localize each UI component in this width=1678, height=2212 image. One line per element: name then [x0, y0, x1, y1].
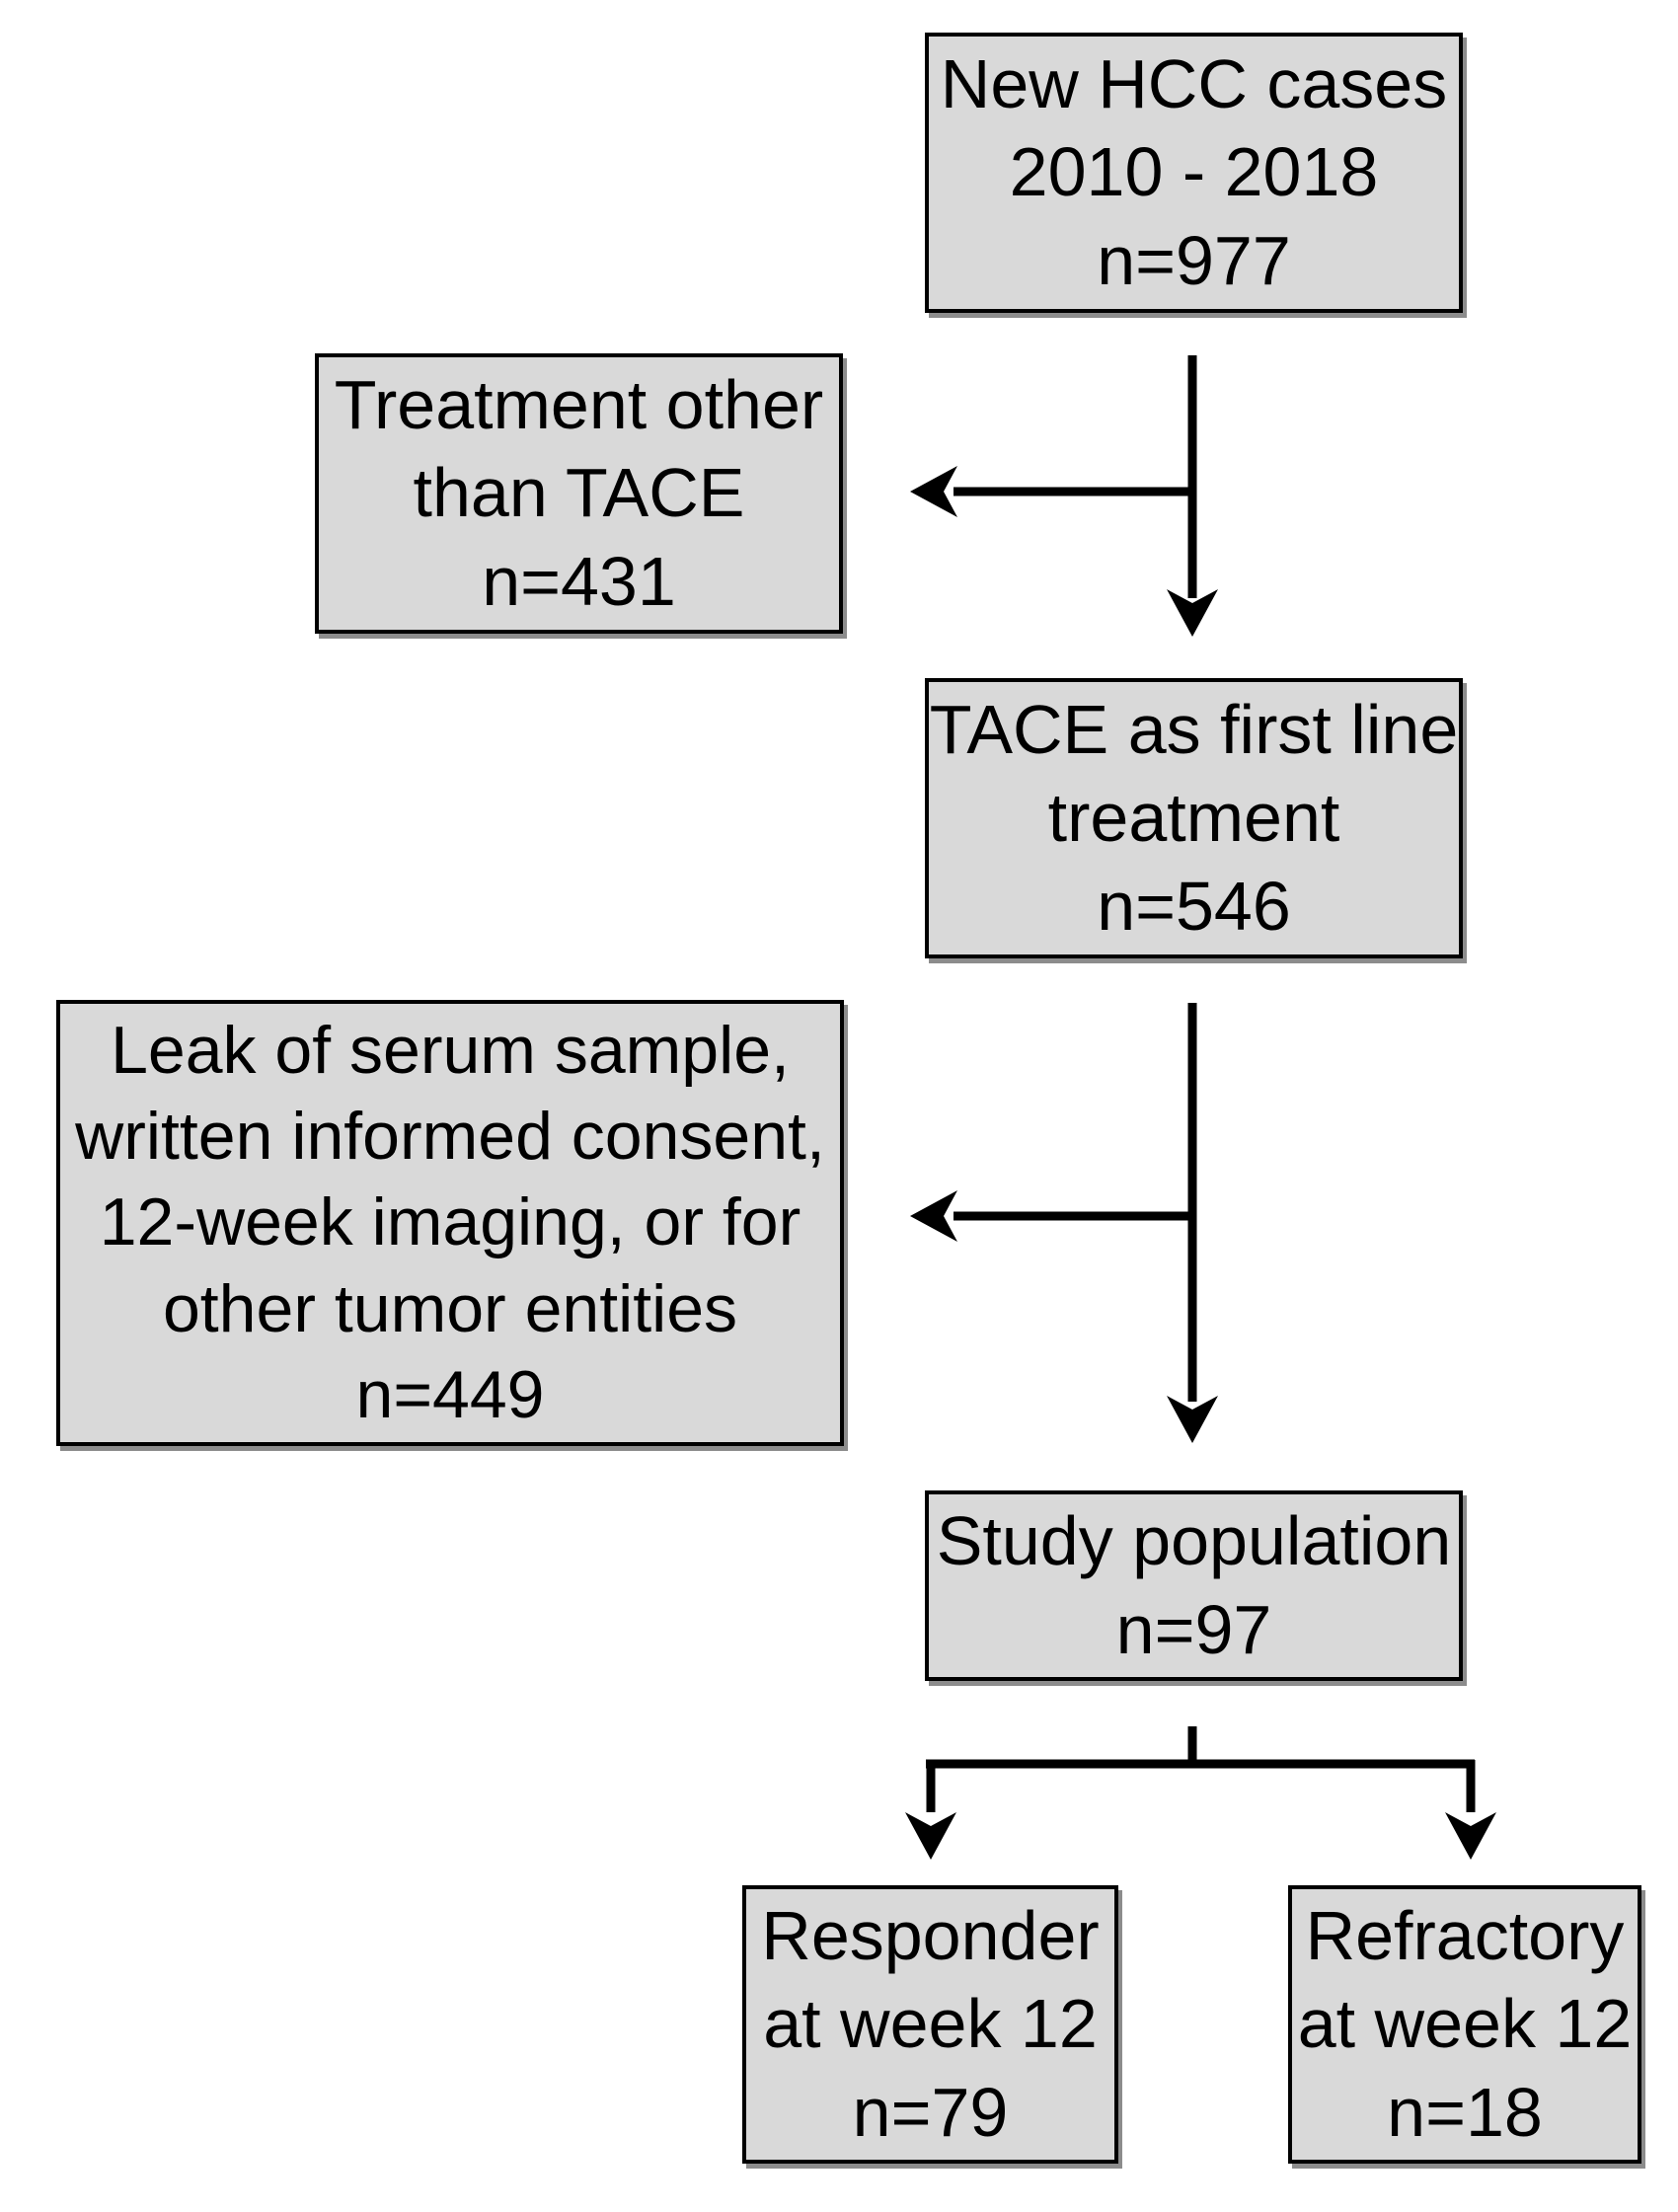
- node-responder-at-week-12: Responder at week 12 n=79: [742, 1885, 1118, 2164]
- node-exclusions: Leak of serum sample, written informed c…: [56, 1000, 844, 1446]
- node-new-hcc-cases: New HCC cases 2010 - 2018 n=977: [925, 33, 1463, 313]
- arrow-down-tace-to-study-population: [1167, 1003, 1218, 1443]
- node-treatment-other-than-tace: Treatment other than TACE n=431: [315, 353, 843, 634]
- node-study-population: Study population n=97: [925, 1490, 1463, 1681]
- node-tace-first-line-treatment: TACE as first line treatment n=546: [925, 678, 1463, 958]
- arrow-left-to-other-treatment: [910, 466, 1196, 517]
- arrow-split-to-responder-and-refractory: [905, 1726, 1496, 1860]
- node-refractory-at-week-12: Refractory at week 12 n=18: [1288, 1885, 1641, 2164]
- arrow-down-newhcc-to-tace: [1167, 355, 1218, 637]
- arrow-left-to-exclusions: [910, 1190, 1196, 1242]
